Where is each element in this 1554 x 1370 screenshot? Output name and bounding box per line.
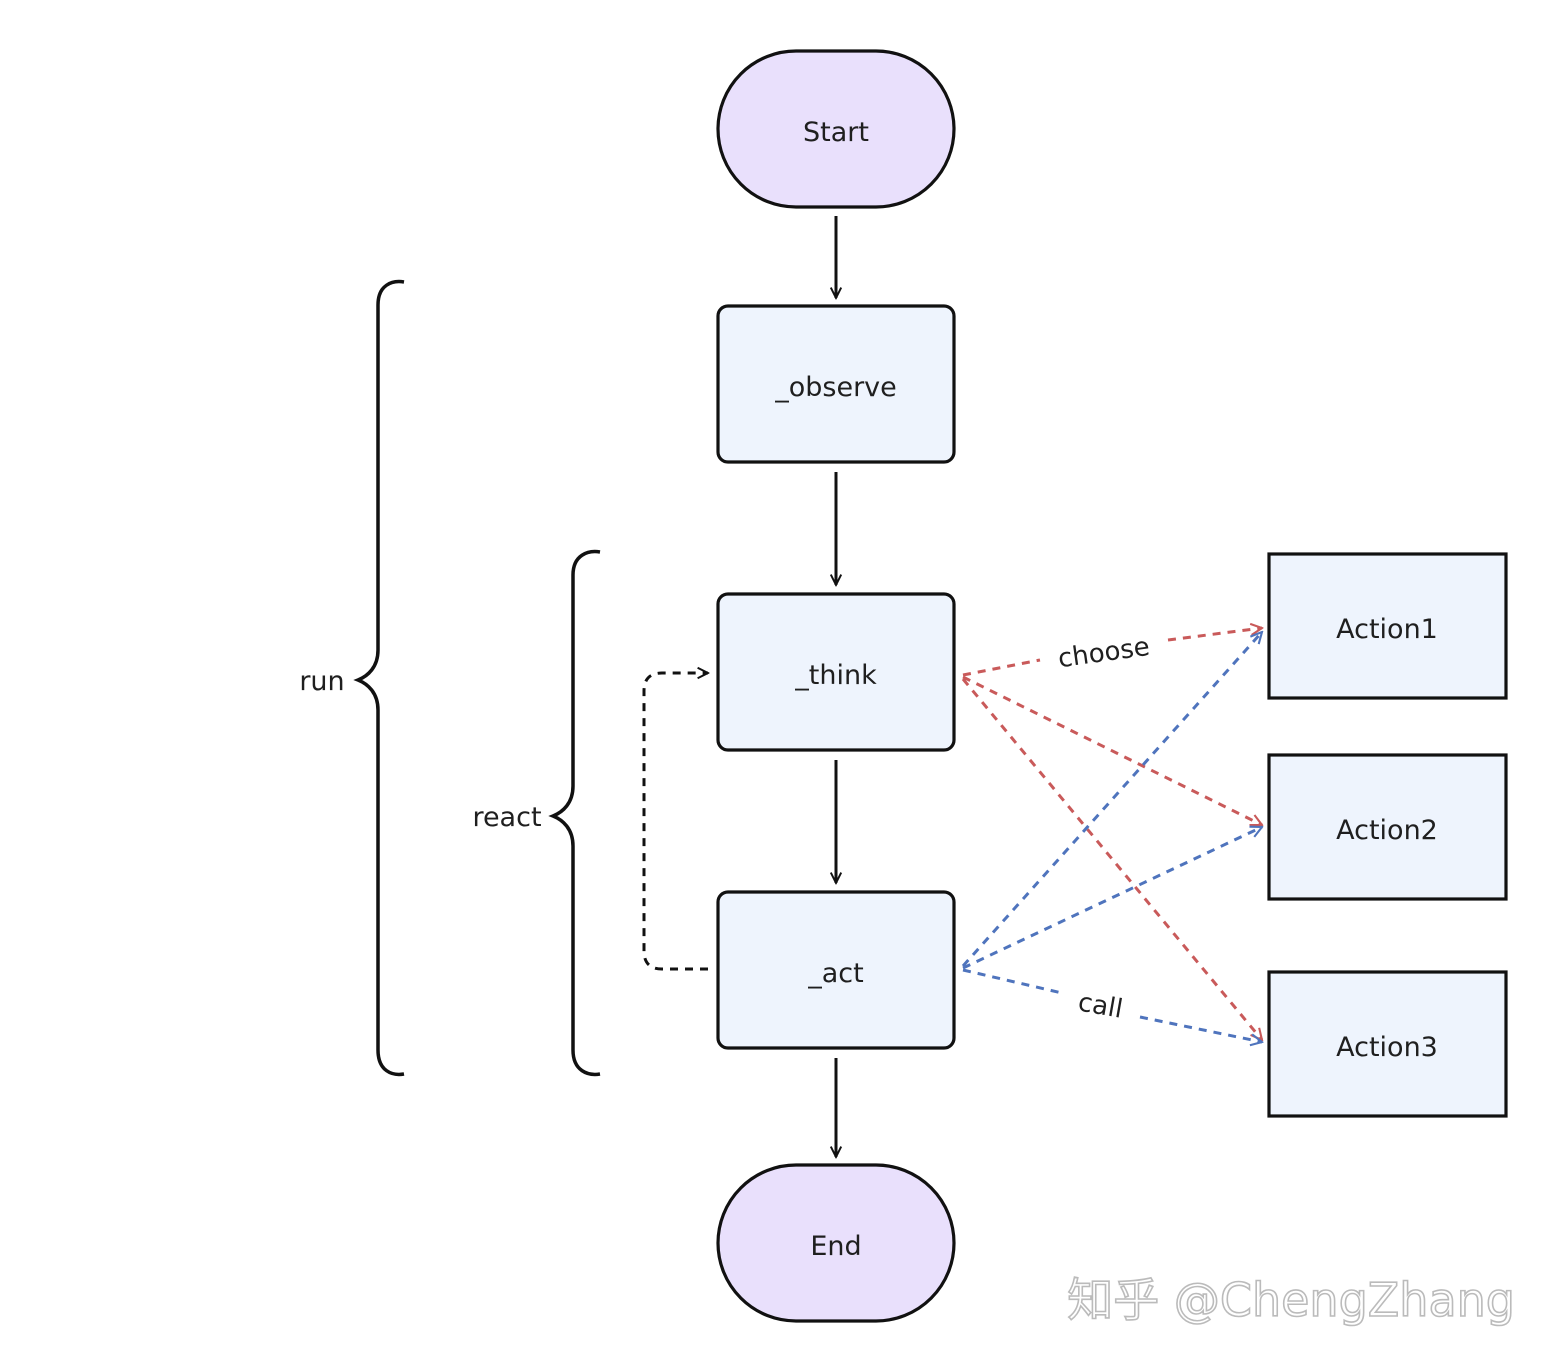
- act-to-action1-call-edge: [961, 632, 1262, 968]
- start-node: [716, 49, 956, 209]
- watermark: 知乎 @ChengZhang: [1067, 1273, 1515, 1327]
- action1-node: [1267, 552, 1508, 700]
- start-label: Start: [803, 117, 869, 148]
- end-label: End: [810, 1231, 861, 1262]
- observe-node: [716, 304, 956, 464]
- action3-node: [1267, 970, 1508, 1118]
- run-brace: [353, 279, 405, 1077]
- choose-edge-label: choose: [1056, 632, 1151, 675]
- think-to-action3-choose-edge: [961, 678, 1262, 1040]
- act-to-think-loop: [642, 673, 708, 971]
- action2-node: [1267, 753, 1508, 901]
- think-label: _think: [794, 660, 877, 691]
- act-node: [716, 890, 956, 1050]
- think-to-action2-choose-edge: [962, 675, 1262, 827]
- think-node: [716, 592, 956, 752]
- end-node: [716, 1163, 956, 1323]
- run-label: run: [299, 666, 344, 697]
- react-label: react: [472, 802, 541, 833]
- action3-label: Action3: [1336, 1032, 1438, 1063]
- action1-label: Action1: [1336, 614, 1438, 645]
- observe-label: _observe: [774, 372, 897, 403]
- react-brace: [548, 549, 601, 1077]
- think-to-action1-choose-edge: [962, 628, 1262, 677]
- act-label: _act: [807, 958, 863, 989]
- call-edge-label: call: [1076, 987, 1125, 1024]
- act-to-action2-call-edge: [962, 825, 1262, 970]
- act-to-action3-call-edge: [962, 968, 1262, 1042]
- action2-label: Action2: [1336, 815, 1438, 846]
